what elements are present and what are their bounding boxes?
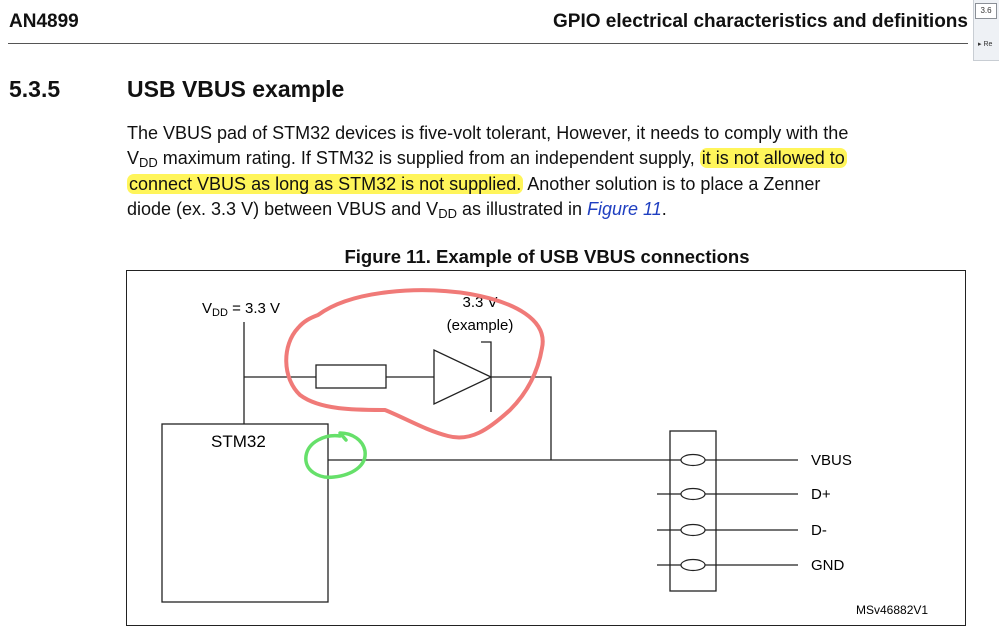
vbus-pin-contact [680,453,706,467]
section-title: USB VBUS example [127,76,345,102]
doc-id: AN4899 [9,11,79,32]
svg-text:VDD = 3.3 V: VDD = 3.3 V [202,300,280,319]
header-rule [8,43,968,44]
para-text-2: maximum rating. If STM32 is supplied fro… [157,148,700,169]
vdd-label-value: = 3.3 V [228,300,280,317]
usb-connector [669,430,717,592]
para-text-6: . [661,198,667,219]
pin-label-dminus: D- [811,522,827,539]
para-text-1: The VBUS pad of STM32 devices is five-vo… [127,123,849,143]
resistor [315,364,387,389]
dplus-pin-contact [680,487,706,501]
vdd-symbol: V [127,148,140,169]
vdd-subscript: DD [139,155,158,171]
section-number: 5.3.5 [9,76,61,102]
zener-note-label: (example) [447,317,514,334]
dminus-pin-contact [680,523,706,537]
zener-diode [433,348,493,406]
pin-label-vbus: VBUS [811,452,852,469]
side-panel: 3.6 ▸ Re [973,0,999,61]
gnd-pin-contact [680,558,706,572]
stm32-box [161,423,329,603]
diode-to-vbus-wire [491,376,552,460]
para-text-5: as illustrated in [456,198,588,219]
stm32-label: STM32 [211,432,266,451]
red-annotation-circle [284,288,545,440]
vdd-subscript-2: DD [438,205,457,221]
pin-label-dplus: D+ [811,486,831,503]
page-indicator[interactable]: 3.6 [975,3,997,19]
vdd-label-v: V [202,300,212,317]
para-text-3: Another solution is to place a Zenner [523,173,821,194]
figure-code: MSv46882V1 [856,603,928,617]
green-annotation-circle [304,431,367,479]
zener-diode-bar [481,341,492,412]
figure-link[interactable]: Figure 11 [587,198,662,219]
chapter-title: GPIO electrical characteristics and defi… [553,11,968,32]
highlight-1: it is not allowed to [699,148,847,169]
figure-caption: Figure 11. Example of USB VBUS connectio… [344,246,750,267]
vdd-label-sub: DD [212,307,228,319]
pin-label-gnd: GND [811,557,845,574]
body-paragraph: The VBUS pad of STM32 devices is five-vo… [127,121,972,222]
figure-frame [126,270,966,626]
highlight-2: connect VBUS as long as STM32 is not sup… [127,173,524,194]
para-text-4: diode (ex. 3.3 V) between VBUS and V [127,198,439,219]
side-link[interactable]: ▸ Re [978,41,993,48]
